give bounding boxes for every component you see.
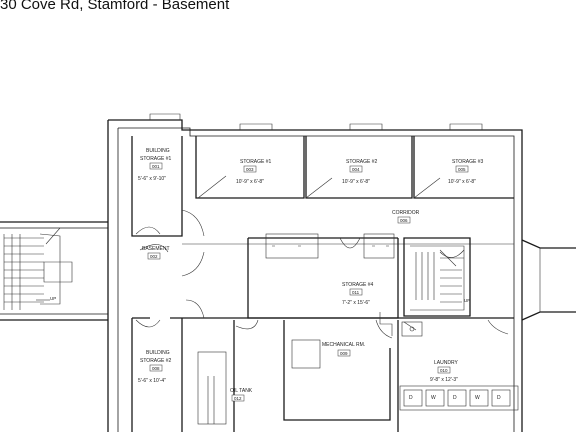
building-storage-2-dims: 5'-6" x 10'-4" bbox=[138, 378, 166, 384]
storage-2-dims: 10'-9" x 6'-8" bbox=[342, 179, 370, 185]
storage-4-tag: 011 bbox=[352, 290, 360, 295]
oil-tank-name: OIL TANK bbox=[230, 388, 253, 394]
storage-row-walls bbox=[195, 136, 514, 199]
left-entry-stair: UP bbox=[0, 221, 108, 321]
storage-4-name: STORAGE #4 bbox=[342, 282, 374, 288]
storage-1-name: STORAGE #1 bbox=[240, 159, 272, 165]
oil-tank-tag: 012 bbox=[234, 396, 242, 401]
laundry-tag: 010 bbox=[440, 368, 448, 373]
storage-2-name: STORAGE #2 bbox=[346, 159, 378, 165]
laundry-dims: 9'-8" x 12'-3" bbox=[430, 377, 458, 383]
building-storage-1-dims: 5'-6" x 9'-10" bbox=[138, 176, 166, 182]
building-storage-2-name: STORAGE #2 bbox=[140, 358, 172, 364]
laundry-name: LAUNDRY bbox=[434, 360, 458, 366]
exterior-walls bbox=[107, 113, 523, 432]
right-exterior bbox=[521, 239, 576, 321]
appliance-label: W bbox=[431, 395, 436, 401]
basement-doors bbox=[139, 209, 205, 277]
storage-1-dims: 10'-9" x 6'-8" bbox=[236, 179, 264, 185]
storage-3-name: STORAGE #3 bbox=[452, 159, 484, 165]
mechanical-name: MECHANICAL RM. bbox=[322, 342, 365, 348]
appliance-label: D bbox=[409, 395, 413, 401]
building-storage-1-tag: 001 bbox=[152, 164, 160, 169]
building-storage-2-walls bbox=[131, 317, 183, 432]
storage-3-dims: 10'-9" x 6'-8" bbox=[448, 179, 476, 185]
room-labels: BUILDING STORAGE #1 001 5'-6" x 9'-10" B… bbox=[138, 148, 484, 402]
right-stair-up-label: UP bbox=[464, 298, 470, 303]
appliance-label: W bbox=[475, 395, 480, 401]
building-storage-1-walls bbox=[131, 136, 183, 237]
laundry-appliances: D W D W D bbox=[399, 385, 519, 411]
appliance-label: D bbox=[497, 395, 501, 401]
corridor-name: CORRIDOR bbox=[392, 210, 420, 216]
storage-1-tag: 003 bbox=[246, 167, 254, 172]
storage-2-tag: 004 bbox=[352, 167, 360, 172]
lower-walls bbox=[182, 299, 514, 432]
storage-4-dims: 7'-2" x 15'-6" bbox=[342, 300, 370, 306]
mechanical-tag: 009 bbox=[340, 351, 348, 356]
building-storage-1-name: BUILDING bbox=[146, 148, 170, 154]
basement-name: BASEMENT bbox=[142, 246, 170, 252]
page-title: 30 Cove Rd, Stamford - Basement bbox=[0, 0, 230, 13]
building-storage-1-name: STORAGE #1 bbox=[140, 156, 172, 162]
left-stair-up-label: UP bbox=[50, 296, 56, 301]
storage-4-walls bbox=[247, 233, 399, 319]
appliance-label: D bbox=[453, 395, 457, 401]
building-storage-2-name: BUILDING bbox=[146, 350, 170, 356]
corridor-tag: 006 bbox=[400, 218, 408, 223]
right-stairwell: UP bbox=[403, 237, 471, 317]
basement-tag: 002 bbox=[150, 254, 158, 259]
storage-3-tag: 005 bbox=[458, 167, 466, 172]
building-storage-2-tag: 008 bbox=[152, 366, 160, 371]
